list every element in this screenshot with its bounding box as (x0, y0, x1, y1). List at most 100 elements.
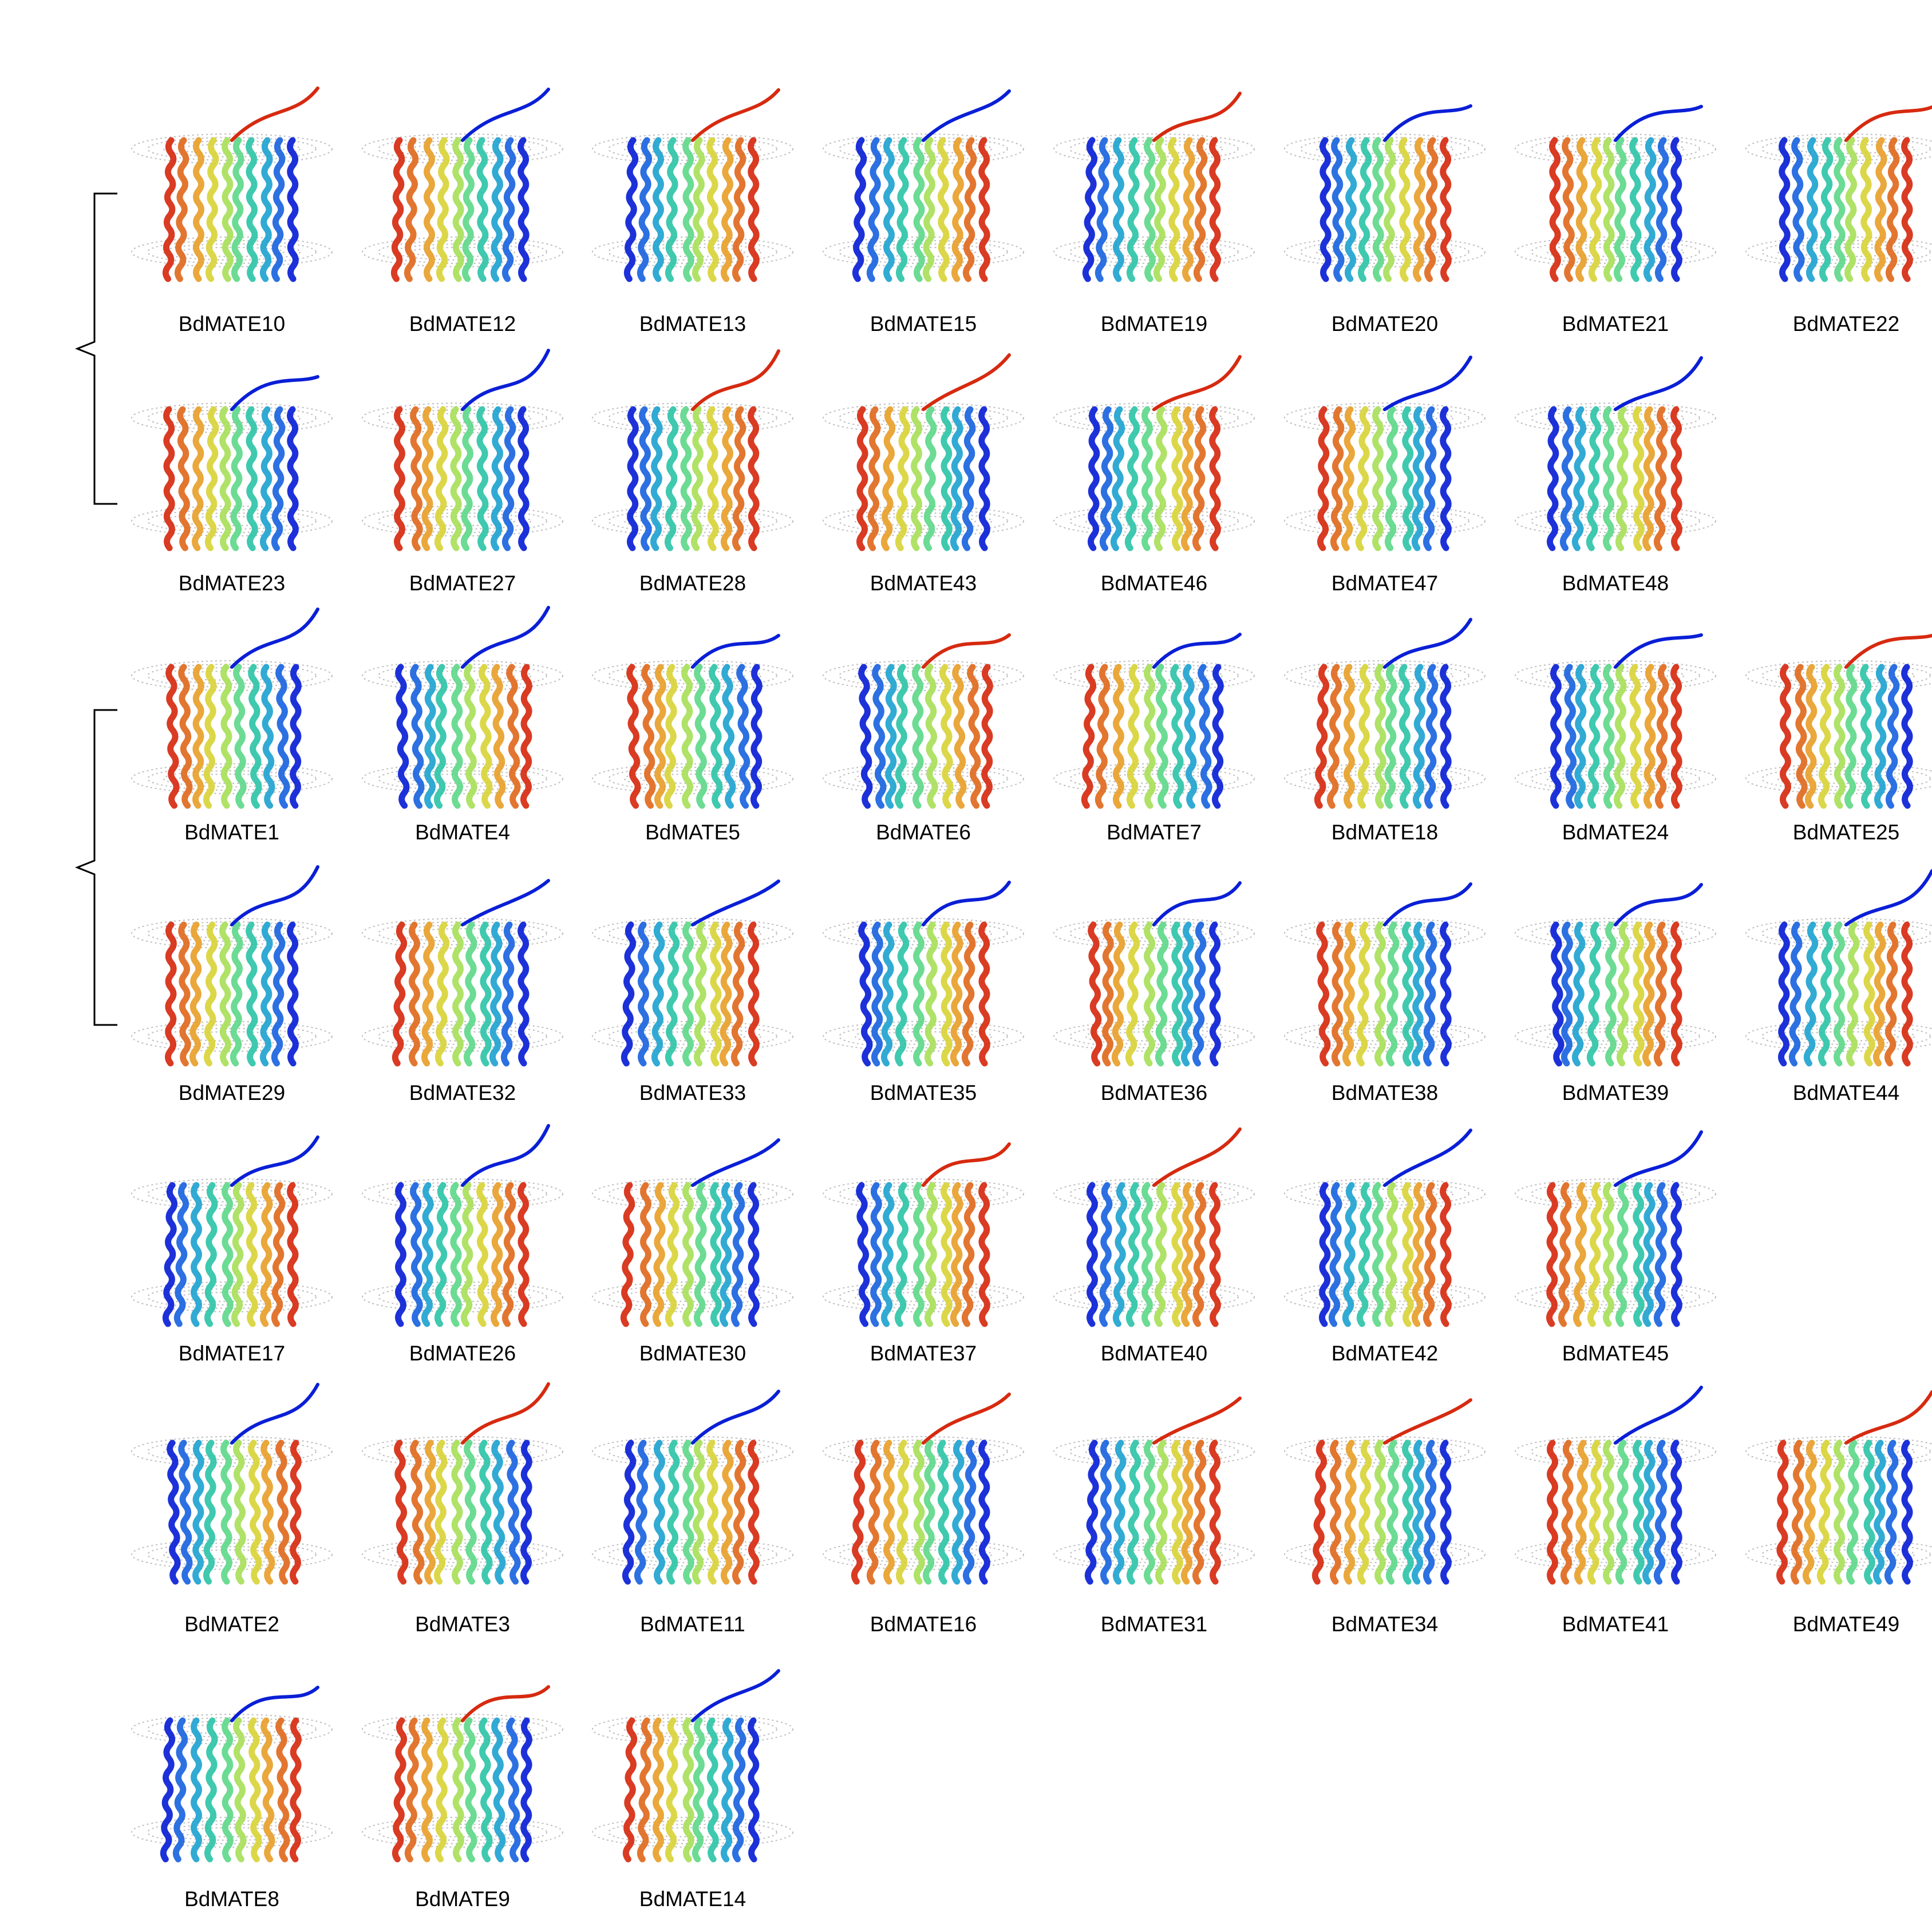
structure-label: BdMATE35 (870, 1081, 977, 1105)
membrane-planes (1053, 133, 1255, 267)
structure-label: BdMATE23 (178, 571, 286, 595)
membrane-planes (1515, 660, 1716, 794)
membrane-planes (1053, 1178, 1255, 1312)
structure-label: BdMATE31 (1100, 1612, 1208, 1636)
structure-label: BdMATE27 (409, 571, 516, 595)
helix-bundle (627, 406, 760, 551)
protein-structure-bdmate23: BdMATE23 (123, 366, 341, 601)
protein-structure-bdmate26: BdMATE26 (354, 1124, 571, 1371)
terminal-tail (1152, 92, 1242, 142)
terminal-tail (1383, 104, 1472, 142)
structure-label: BdMATE39 (1562, 1081, 1669, 1105)
membrane-planes (362, 1714, 563, 1848)
structure-model (592, 1390, 793, 1585)
helix-bundle (1550, 664, 1682, 809)
terminal-tail (461, 606, 550, 669)
structure-label: BdMATE18 (1331, 821, 1439, 844)
terminal-tail (1383, 882, 1472, 926)
structure-model (1745, 1390, 1932, 1585)
structure-model (1745, 105, 1932, 282)
terminal-tail (461, 349, 550, 411)
terminal-tail (691, 1390, 780, 1445)
protein-structure-bdmate41: BdMATE41 (1507, 1386, 1724, 1642)
structure-model (1284, 104, 1485, 282)
structure-model (1284, 1129, 1485, 1327)
terminal-tail (922, 633, 1011, 669)
helix-bundle (1779, 137, 1913, 282)
helix-bundle (1780, 664, 1913, 809)
structure-model (823, 1393, 1024, 1585)
structure-label: BdMATE11 (640, 1612, 745, 1636)
protein-structure-bdmate37: BdMATE37 (815, 1142, 1032, 1371)
helix-bundle (395, 664, 532, 809)
terminal-tail (230, 865, 319, 926)
helix-bundle (622, 1717, 760, 1863)
protein-structure-bdmate2: BdMATE2 (123, 1383, 341, 1642)
structure-label: BdMATE34 (1331, 1612, 1439, 1636)
structure-label: BdMATE24 (1562, 821, 1669, 844)
helix-bundle (162, 137, 299, 282)
terminal-tail (691, 634, 780, 669)
structure-label: BdMATE15 (870, 312, 977, 336)
terminal-tail (461, 88, 550, 142)
membrane-planes (592, 1714, 793, 1848)
terminal-tail (922, 89, 1011, 142)
structure-model (131, 86, 333, 282)
terminal-tail (691, 349, 780, 411)
protein-structure-bdmate8: BdMATE8 (123, 1678, 341, 1917)
structure-label: BdMATE3 (415, 1612, 510, 1636)
structure-model (1515, 105, 1716, 282)
helix-bundle (1550, 921, 1682, 1067)
protein-structure-bdmate39: BdMATE39 (1507, 882, 1724, 1111)
structure-model (362, 1685, 563, 1863)
structure-model (362, 1124, 563, 1327)
terminal-tail (1614, 1386, 1703, 1445)
helix-bundle (1088, 921, 1221, 1067)
structure-model (131, 865, 333, 1067)
helix-bundle (1316, 921, 1452, 1067)
structure-model (823, 1142, 1024, 1327)
helix-bundle (858, 921, 990, 1067)
membrane-planes (1515, 403, 1716, 537)
membrane-planes (1284, 133, 1485, 267)
structure-label: BdMATE46 (1100, 571, 1208, 595)
helix-bundle (1319, 137, 1452, 282)
protein-structure-bdmate35: BdMATE35 (815, 881, 1032, 1111)
structure-label: BdMATE36 (1100, 1081, 1208, 1105)
structure-label: BdMATE48 (1562, 571, 1669, 595)
structure-label: BdMATE47 (1331, 571, 1439, 595)
helix-bundle (1314, 664, 1452, 809)
structure-model (592, 1138, 793, 1327)
protein-structure-bdmate1: BdMATE1 (123, 608, 341, 850)
structure-model (131, 608, 333, 809)
membrane-planes (1515, 1178, 1716, 1312)
structure-label: BdMATE4 (415, 821, 510, 844)
protein-structure-bdmate43: BdMATE43 (815, 353, 1032, 601)
structure-label: BdMATE37 (870, 1342, 977, 1365)
structure-model (1053, 1397, 1255, 1585)
structure-model (1284, 356, 1485, 551)
structure-model (131, 375, 333, 551)
membrane-planes (823, 403, 1024, 537)
protein-structure-bdmate16: BdMATE16 (815, 1393, 1032, 1642)
structure-model (592, 1669, 793, 1863)
structure-model (1515, 356, 1716, 551)
structure-label: BdMATE19 (1100, 312, 1208, 336)
protein-structure-bdmate46: BdMATE46 (1045, 355, 1263, 601)
structure-label: BdMATE14 (639, 1887, 746, 1911)
structure-label: BdMATE25 (1792, 821, 1900, 844)
terminal-tail (230, 375, 319, 411)
membrane-planes (1284, 403, 1485, 537)
structure-label: BdMATE16 (870, 1612, 977, 1636)
structure-model (1515, 883, 1716, 1067)
structure-model (1053, 92, 1255, 282)
protein-structure-bdmate20: BdMATE20 (1276, 97, 1494, 342)
terminal-tail (230, 1686, 319, 1722)
membrane-planes (823, 660, 1024, 794)
helix-bundle (1084, 1439, 1221, 1585)
structure-label: BdMATE40 (1100, 1342, 1208, 1365)
membrane-planes (823, 918, 1024, 1052)
membrane-planes (823, 1178, 1024, 1312)
protein-structure-bdmate47: BdMATE47 (1276, 356, 1494, 601)
membrane-planes (1284, 918, 1485, 1052)
